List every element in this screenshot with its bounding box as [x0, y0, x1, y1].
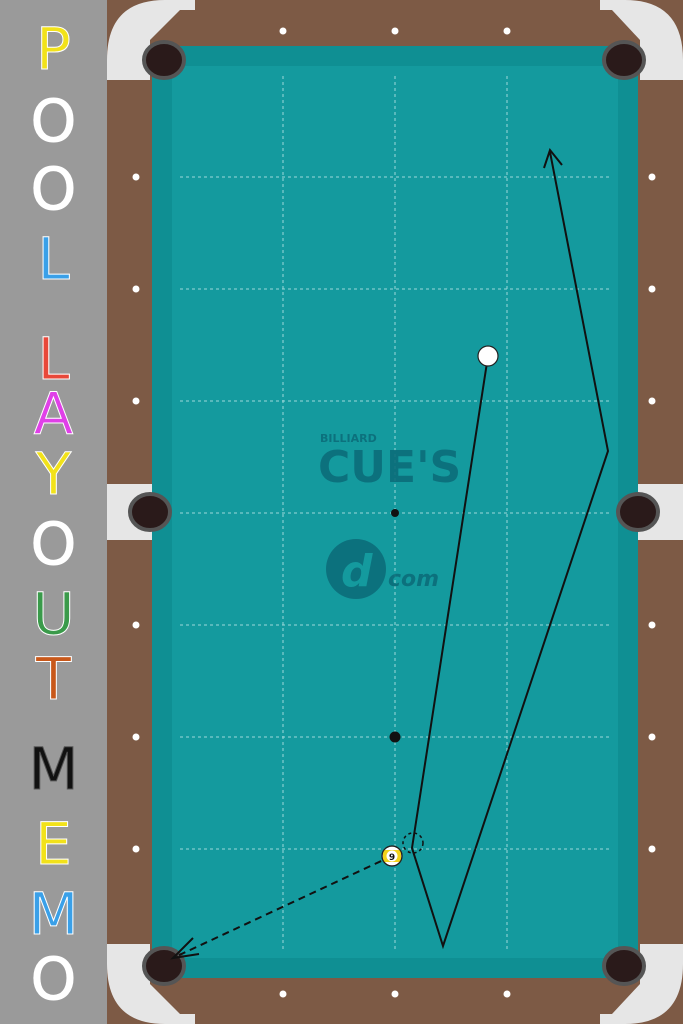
- title-letter: T: [35, 645, 72, 713]
- title-letter: E: [35, 810, 73, 878]
- logo-small-text: BILLIARD: [320, 432, 377, 445]
- title-letter: O: [30, 87, 77, 155]
- pocket-top-left: [142, 40, 186, 80]
- title-letter: L: [37, 225, 70, 293]
- center-spot: [391, 509, 399, 517]
- corner-guard-bottom-left: [107, 944, 195, 1024]
- logo-mark-circle: [326, 539, 386, 599]
- shot-lines: [170, 147, 610, 960]
- pocket-side-right: [616, 492, 660, 532]
- rail-diamonds: [132, 27, 656, 998]
- title-letter: L: [37, 325, 70, 393]
- ghost-ball: [402, 832, 424, 854]
- object-ball-path: [174, 855, 393, 958]
- pocket-side-left: [128, 492, 172, 532]
- object-path-arrowhead: [170, 937, 200, 960]
- logo-main-text: CUE'S: [318, 442, 461, 493]
- logo-sub-text: com: [388, 567, 439, 592]
- cue-path-arrowhead: [543, 147, 563, 169]
- corner-guard-bottom-right: [600, 944, 683, 1024]
- title-letter: O: [30, 510, 77, 578]
- title-letter: A: [33, 380, 74, 448]
- cloth-grid: [180, 76, 610, 950]
- cue-ball[interactable]: [477, 345, 499, 367]
- pocket-top-right: [602, 40, 646, 80]
- pockets: [128, 40, 660, 986]
- nine-ball-label: 9: [389, 853, 395, 863]
- title-letter: M: [28, 735, 79, 803]
- nine-ball[interactable]: 9: [381, 845, 403, 867]
- title-letter: O: [30, 945, 77, 1013]
- title-letter: O: [30, 155, 77, 223]
- title-letter: M: [28, 880, 79, 948]
- logo-mark-text: d: [341, 546, 373, 597]
- title-letter: Y: [35, 440, 72, 508]
- corner-guard-top-right: [600, 0, 683, 80]
- foot-spot: [389, 731, 401, 743]
- title-letter: U: [32, 580, 75, 648]
- table-logo: BILLIARD CUE'S d com: [318, 432, 461, 599]
- title-letter: P: [36, 15, 72, 83]
- cue-ball-path: [410, 151, 610, 950]
- pocket-bottom-right: [602, 946, 646, 986]
- corner-guard-top-left: [107, 0, 195, 80]
